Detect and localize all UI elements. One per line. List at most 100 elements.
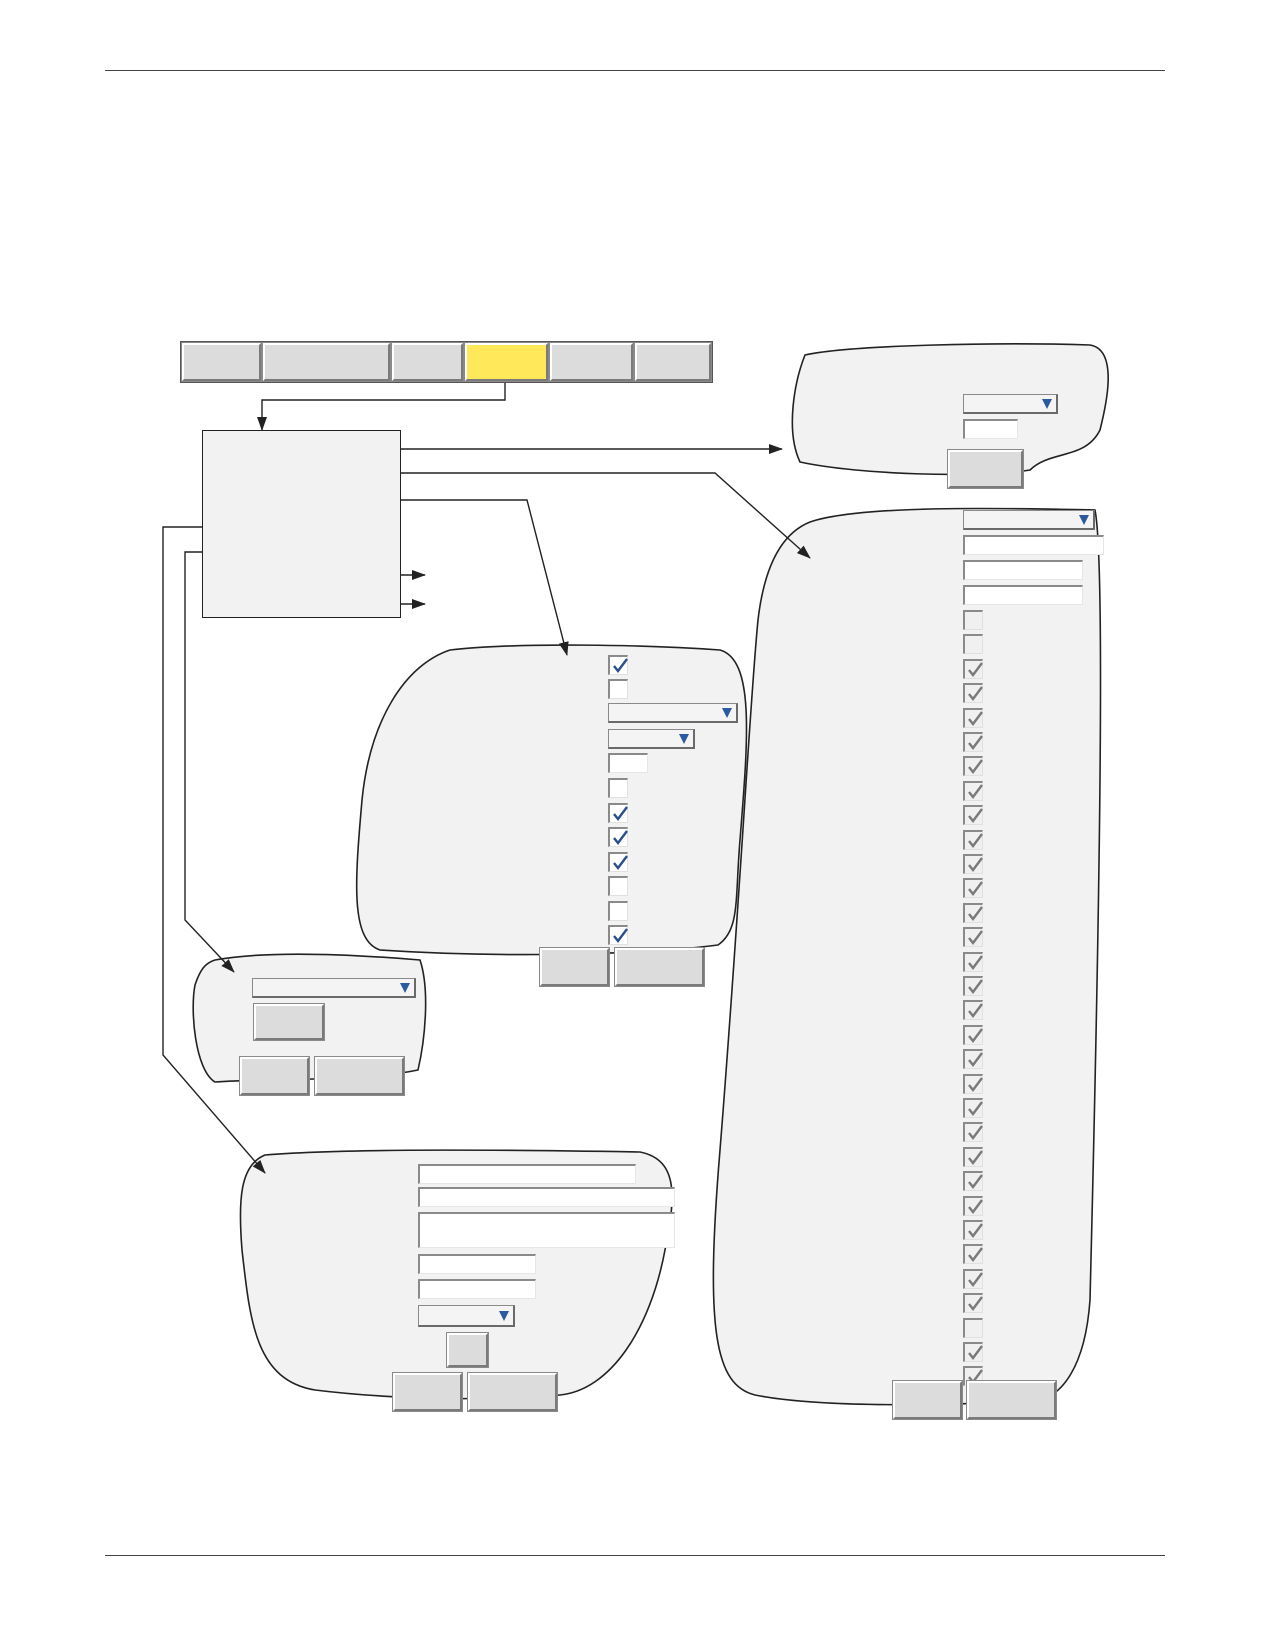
checkmark-icon	[968, 1076, 983, 1092]
right-checkbox-14[interactable]	[963, 927, 983, 948]
right-checkbox-16[interactable]	[963, 976, 983, 996]
right-checkbox-1[interactable]	[963, 610, 983, 630]
checkmark-icon	[968, 1247, 983, 1263]
small-left-ok-button[interactable]	[239, 1056, 310, 1096]
bottom-left-cancel-button[interactable]	[467, 1372, 558, 1412]
small-left-button[interactable]	[253, 1003, 325, 1041]
small-left-dropdown[interactable]	[252, 978, 416, 998]
checkmark-icon	[968, 686, 983, 702]
right-checkbox-20[interactable]	[963, 1073, 983, 1094]
right-checkbox-6[interactable]	[963, 732, 983, 752]
chevron-down-icon	[1042, 398, 1052, 409]
top-right-field[interactable]	[963, 419, 1018, 439]
right-checkbox-3[interactable]	[963, 658, 983, 679]
right-checkbox-22[interactable]	[963, 1122, 983, 1143]
bottom-left-field-5[interactable]	[418, 1279, 536, 1299]
right-field-1[interactable]	[963, 535, 1104, 555]
checkmark-icon	[613, 805, 628, 821]
checkmark-icon	[968, 662, 983, 677]
menu-tab-5[interactable]	[549, 342, 634, 382]
top-rule	[105, 70, 1165, 71]
middle-checkbox-bottom-2[interactable]	[608, 802, 628, 823]
middle-checkbox-bottom-1[interactable]	[608, 778, 628, 798]
right-checkbox-24[interactable]	[963, 1171, 983, 1192]
middle-checkbox-top-1[interactable]	[608, 655, 628, 675]
checkmark-icon	[968, 784, 983, 799]
checkmark-icon	[968, 1198, 983, 1214]
right-checkbox-31[interactable]	[963, 1342, 983, 1362]
checkmark-icon	[968, 1052, 983, 1068]
right-cancel-button[interactable]	[966, 1380, 1057, 1420]
chevron-down-icon	[722, 707, 732, 718]
menu-bar	[180, 341, 713, 383]
menu-tab-3[interactable]	[391, 342, 464, 382]
right-ok-button[interactable]	[892, 1380, 963, 1420]
bottom-left-field-3[interactable]	[418, 1212, 675, 1248]
checkmark-icon	[968, 1345, 983, 1360]
top-right-button[interactable]	[947, 449, 1024, 489]
right-checkbox-19[interactable]	[963, 1049, 983, 1070]
middle-field[interactable]	[608, 753, 648, 773]
checkmark-icon	[613, 928, 628, 943]
chevron-down-icon	[400, 982, 410, 993]
right-checkbox-27[interactable]	[963, 1244, 983, 1265]
right-checkbox-13[interactable]	[963, 902, 983, 923]
middle-checkbox-bottom-6[interactable]	[608, 900, 628, 921]
bottom-left-field-1[interactable]	[418, 1164, 636, 1184]
checkmark-icon	[968, 1028, 983, 1043]
middle-ok-button[interactable]	[539, 947, 610, 987]
checkmark-icon	[968, 1101, 983, 1116]
middle-dropdown-2[interactable]	[608, 729, 695, 749]
checkmark-icon	[613, 854, 628, 870]
right-checkbox-15[interactable]	[963, 951, 983, 972]
right-checkbox-18[interactable]	[963, 1024, 983, 1045]
right-checkbox-23[interactable]	[963, 1146, 983, 1167]
middle-checkbox-bottom-4[interactable]	[608, 851, 628, 872]
arrow-tab-to-submenu	[257, 383, 506, 431]
menu-tab-4-active[interactable]	[464, 342, 549, 382]
bottom-left-small-button[interactable]	[446, 1332, 489, 1368]
right-checkbox-11[interactable]	[963, 854, 983, 874]
checkmark-icon	[968, 1296, 983, 1312]
right-checkbox-2[interactable]	[963, 634, 983, 655]
right-checkbox-4[interactable]	[963, 683, 983, 704]
panel-top-right-outline	[791, 343, 1109, 476]
bottom-left-ok-button[interactable]	[392, 1372, 463, 1412]
bottom-left-field-2[interactable]	[418, 1187, 675, 1207]
middle-checkbox-bottom-3[interactable]	[608, 827, 628, 847]
right-checkbox-26[interactable]	[963, 1220, 983, 1240]
right-checkbox-28[interactable]	[963, 1268, 983, 1289]
bottom-left-dropdown[interactable]	[418, 1305, 515, 1327]
right-dropdown[interactable]	[963, 510, 1095, 530]
right-checkbox-8[interactable]	[963, 780, 983, 801]
small-left-cancel-button[interactable]	[314, 1056, 405, 1096]
menu-tab-6[interactable]	[634, 342, 712, 382]
menu-tab-1[interactable]	[181, 342, 262, 382]
checkmark-icon	[968, 1272, 983, 1287]
right-checkbox-10[interactable]	[963, 829, 983, 850]
checkmark-icon	[613, 658, 628, 673]
checkmark-icon	[968, 735, 983, 750]
right-field-2[interactable]	[963, 560, 1083, 580]
right-checkbox-17[interactable]	[963, 1000, 983, 1021]
arrow-submenu-to-small-left	[184, 551, 235, 973]
right-checkbox-7[interactable]	[963, 756, 983, 777]
right-checkbox-30[interactable]	[963, 1317, 983, 1338]
right-checkbox-25[interactable]	[963, 1195, 983, 1216]
bottom-left-field-4[interactable]	[418, 1254, 536, 1274]
chevron-down-icon	[679, 733, 689, 744]
middle-checkbox-top-2[interactable]	[608, 679, 628, 699]
arrow-item3-to-middle	[353, 499, 569, 656]
right-checkbox-5[interactable]	[963, 707, 983, 728]
middle-dropdown-1[interactable]	[608, 703, 738, 723]
right-field-3[interactable]	[963, 585, 1083, 605]
middle-checkbox-bottom-7[interactable]	[608, 925, 628, 945]
right-checkbox-29[interactable]	[963, 1293, 983, 1314]
right-checkbox-9[interactable]	[963, 805, 983, 826]
middle-checkbox-bottom-5[interactable]	[608, 876, 628, 896]
top-right-dropdown[interactable]	[963, 394, 1058, 414]
right-checkbox-21[interactable]	[963, 1098, 983, 1118]
menu-tab-2[interactable]	[262, 342, 391, 382]
middle-cancel-button[interactable]	[614, 947, 705, 987]
right-checkbox-12[interactable]	[963, 878, 983, 899]
